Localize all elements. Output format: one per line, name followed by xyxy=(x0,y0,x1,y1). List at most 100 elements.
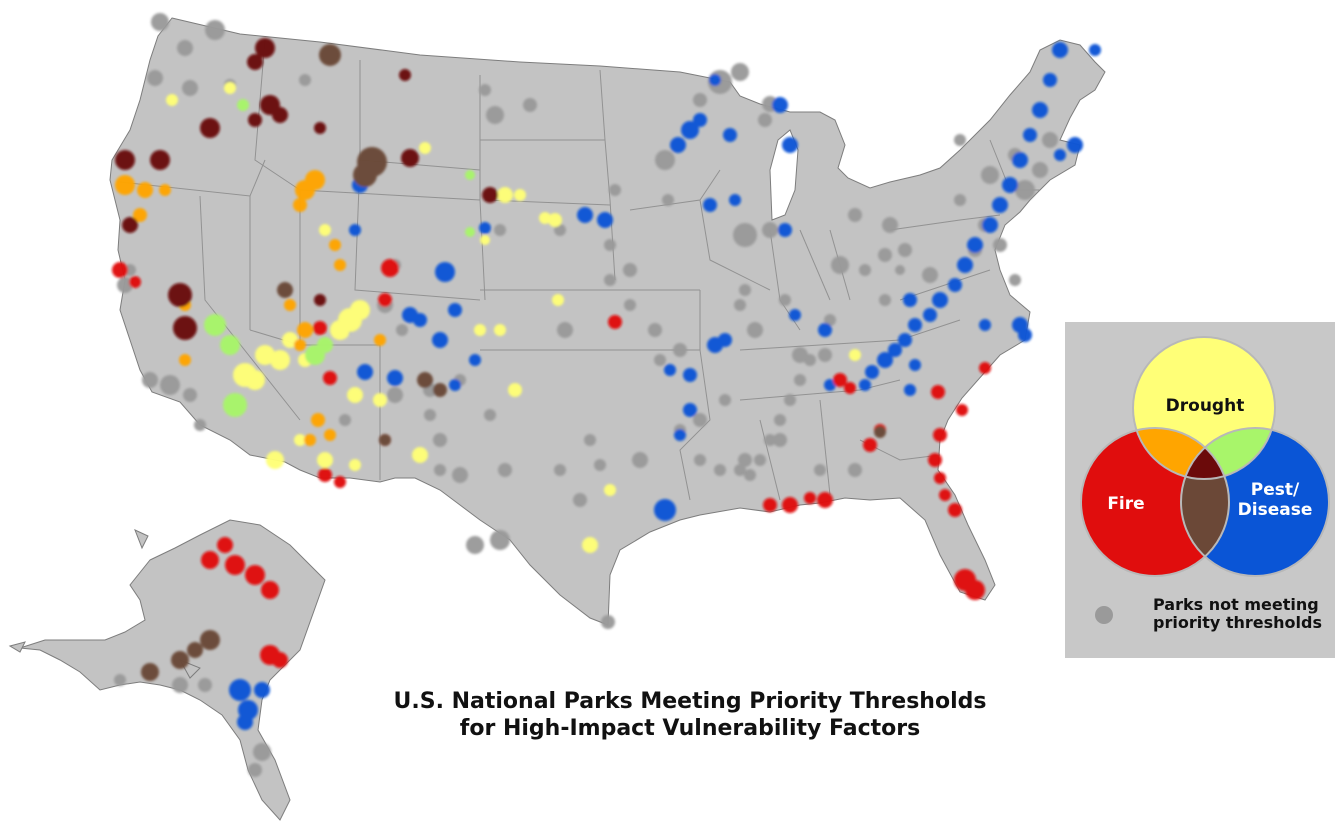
park-dot xyxy=(514,189,526,201)
park-dot xyxy=(324,429,336,441)
park-dot xyxy=(903,293,917,307)
park-dot xyxy=(133,208,147,222)
park-dot xyxy=(758,113,772,127)
park-dot xyxy=(373,393,387,407)
park-dot xyxy=(497,187,513,203)
park-dot xyxy=(898,243,912,257)
park-dot xyxy=(882,217,898,233)
park-dot xyxy=(879,294,891,306)
park-dot xyxy=(848,463,862,477)
park-dot xyxy=(931,385,945,399)
park-dot xyxy=(979,362,991,374)
park-dot xyxy=(205,20,225,40)
park-dot xyxy=(417,372,433,388)
park-dot xyxy=(1042,132,1058,148)
park-dot xyxy=(604,239,616,251)
park-dot xyxy=(223,393,247,417)
park-dot xyxy=(734,464,746,476)
park-dot xyxy=(479,222,491,234)
park-dot xyxy=(479,84,491,96)
park-dot xyxy=(1052,42,1068,58)
park-dot xyxy=(220,335,240,355)
park-dot xyxy=(317,337,333,353)
park-dot xyxy=(329,239,341,251)
park-dot xyxy=(859,379,871,391)
park-dot xyxy=(754,454,766,466)
park-dot xyxy=(182,80,198,96)
park-dot xyxy=(480,235,490,245)
park-dot xyxy=(956,404,968,416)
park-dot xyxy=(681,121,699,139)
park-dot xyxy=(824,379,836,391)
park-dot xyxy=(922,267,938,283)
park-dot xyxy=(494,224,506,236)
park-dot xyxy=(142,372,158,388)
park-dot xyxy=(719,394,731,406)
park-dot xyxy=(255,345,275,365)
park-dot xyxy=(664,364,676,376)
park-dot xyxy=(305,170,325,190)
park-dot xyxy=(498,463,512,477)
legend-pest-label-line1: Pest/ xyxy=(1250,480,1300,500)
park-dot xyxy=(177,40,193,56)
park-dot xyxy=(670,137,686,153)
park-dot xyxy=(224,82,236,94)
park-dot xyxy=(784,394,796,406)
legend-gray-label-line1: Parks not meeting xyxy=(1153,595,1319,614)
park-dot xyxy=(909,359,921,371)
park-dots xyxy=(112,13,1101,777)
park-dot xyxy=(898,333,912,347)
park-dot xyxy=(448,303,462,317)
park-dot xyxy=(339,414,351,426)
park-dot xyxy=(374,334,386,346)
park-dot xyxy=(137,182,153,198)
park-dot xyxy=(381,259,399,277)
park-dot xyxy=(683,403,697,417)
park-dot xyxy=(554,224,566,236)
park-dot xyxy=(904,384,916,396)
park-dot xyxy=(764,434,776,446)
park-dot xyxy=(297,322,313,338)
park-dot xyxy=(729,194,741,206)
map-title-line1: U.S. National Parks Meeting Priority Thr… xyxy=(393,689,987,714)
venn-diagram xyxy=(1080,336,1330,577)
park-dot xyxy=(432,332,448,348)
park-dot xyxy=(277,282,293,298)
park-dot xyxy=(714,464,726,476)
park-dot xyxy=(1043,73,1057,87)
park-dot xyxy=(848,208,862,222)
park-dot xyxy=(299,74,311,86)
park-dot xyxy=(923,308,937,322)
park-dot xyxy=(539,212,551,224)
park-dot xyxy=(954,134,966,146)
park-dot xyxy=(774,414,786,426)
park-dot xyxy=(814,464,826,476)
park-dot xyxy=(1018,328,1032,342)
park-dot xyxy=(877,352,893,368)
park-dot xyxy=(225,555,245,575)
park-dot xyxy=(957,257,973,273)
park-dot xyxy=(604,274,616,286)
park-dot xyxy=(248,763,262,777)
park-dot xyxy=(237,714,253,730)
park-dot xyxy=(608,315,622,329)
park-dot xyxy=(694,454,706,466)
park-dot xyxy=(147,70,163,86)
park-dot xyxy=(557,322,573,338)
park-dot xyxy=(465,170,475,180)
legend-pest-label: Pest/ Disease xyxy=(1225,480,1325,520)
park-dot xyxy=(347,387,363,403)
park-dot xyxy=(932,292,948,308)
park-dot xyxy=(789,309,801,321)
park-dot xyxy=(465,227,475,237)
park-dot xyxy=(1054,149,1066,161)
alaska-islands xyxy=(8,529,201,679)
park-dot xyxy=(693,93,707,107)
park-dot xyxy=(624,299,636,311)
park-dot xyxy=(693,413,707,427)
park-dot xyxy=(739,284,751,296)
park-dot xyxy=(434,464,446,476)
legend-fire-label: Fire xyxy=(1107,494,1145,514)
park-dot xyxy=(939,489,951,501)
park-dot xyxy=(494,324,506,336)
